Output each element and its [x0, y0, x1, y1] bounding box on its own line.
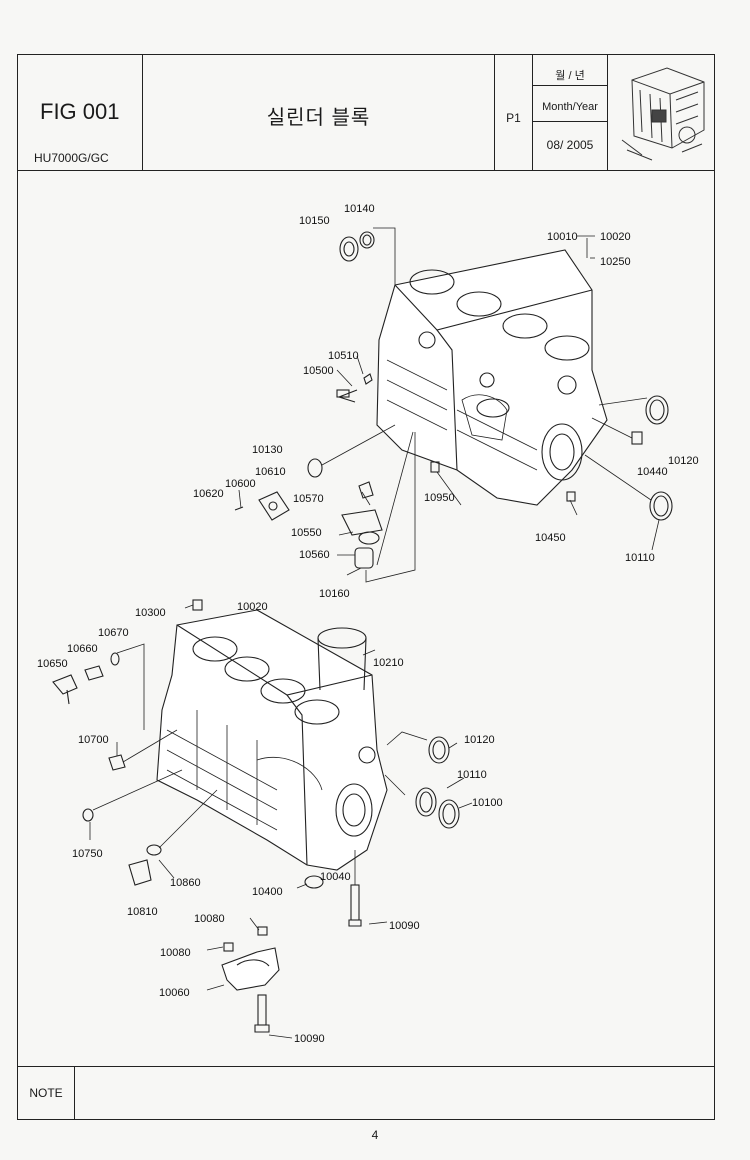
part-label: 10100: [472, 797, 503, 809]
part-label: 10160: [319, 588, 350, 600]
lower-loose-parts: [52, 599, 460, 1033]
part-label: 10020: [237, 601, 268, 613]
part-label: 10510: [328, 350, 359, 362]
part-label: 10110: [457, 769, 487, 781]
part-label: 10250: [600, 256, 631, 268]
title-cell: 실린더 블록: [143, 55, 495, 170]
part-label: 10080: [194, 913, 225, 925]
upper-loose-parts: [234, 227, 673, 583]
engine-thumbnail-icon: [621, 67, 705, 161]
fig-number: FIG 001: [40, 99, 120, 124]
part-label: 10400: [252, 886, 283, 898]
month-year-label-en: Month/Year: [542, 101, 598, 113]
lower-cylinder-block: [156, 609, 388, 871]
part-label: 10090: [294, 1033, 325, 1045]
model-name: HU7000G/GC: [34, 151, 109, 165]
part-label: 10650: [37, 658, 68, 670]
drawing-sheet: FIG 001 HU7000G/GC 실린더 블록 P1 월 / 년 Month…: [17, 54, 715, 1120]
note-row: NOTE: [18, 1066, 714, 1120]
part-label: 10700: [78, 734, 109, 746]
part-label: 10570: [293, 493, 324, 505]
part-label: 10450: [535, 532, 566, 544]
page-cell: P1: [495, 55, 533, 170]
date-cell: 월 / 년 Month/Year 08/ 2005: [533, 55, 608, 170]
part-label: 10210: [373, 657, 404, 669]
upper-cylinder-block: [376, 249, 608, 506]
part-label: 10500: [303, 365, 334, 377]
part-label: 10020: [600, 231, 631, 243]
part-label: 10950: [424, 492, 455, 504]
thumbnail-cell: [608, 55, 716, 170]
part-label: 10120: [668, 455, 699, 467]
part-label: 10080: [160, 947, 191, 959]
part-label: 10060: [159, 987, 190, 999]
leader-lines: [89, 235, 660, 1039]
part-label: 10130: [252, 444, 283, 456]
month-year-label-kr: 월 / 년: [555, 70, 585, 82]
part-label: 10560: [299, 549, 330, 561]
part-label: 10440: [637, 466, 668, 478]
part-label: 10670: [98, 627, 129, 639]
part-label: 10140: [344, 203, 375, 215]
part-label: 10810: [127, 906, 158, 918]
part-label: 10300: [135, 607, 166, 619]
page-title: 실린더 블록: [266, 107, 371, 129]
part-label: 10660: [67, 643, 98, 655]
issue-date: 08/ 2005: [546, 138, 594, 152]
part-label: 10550: [291, 527, 322, 539]
exploded-diagram: .s{fill:none;stroke:#222;stroke-width:1.…: [37, 203, 699, 1045]
note-label: NOTE: [18, 1067, 75, 1120]
part-label: 10860: [170, 877, 201, 889]
part-labels: 10150 10140 10010 10020 10250 10510 1050…: [37, 203, 699, 1045]
part-label: 10090: [389, 920, 420, 932]
part-label: 10620: [193, 488, 224, 500]
part-label: 10040: [320, 871, 351, 883]
page-number: 4: [371, 1128, 379, 1142]
part-label: 10750: [72, 848, 103, 860]
part-label: 10610: [255, 466, 286, 478]
fig-cell: FIG 001 HU7000G/GC: [18, 55, 143, 170]
part-label: 10110: [625, 552, 655, 564]
part-label: 10120: [464, 734, 495, 746]
part-label: 10010: [547, 231, 578, 243]
part-label: 10600: [225, 478, 256, 490]
title-block: FIG 001 HU7000G/GC 실린더 블록 P1 월 / 년 Month…: [18, 55, 714, 171]
page-code: P1: [506, 111, 521, 125]
part-label: 10150: [299, 215, 330, 227]
